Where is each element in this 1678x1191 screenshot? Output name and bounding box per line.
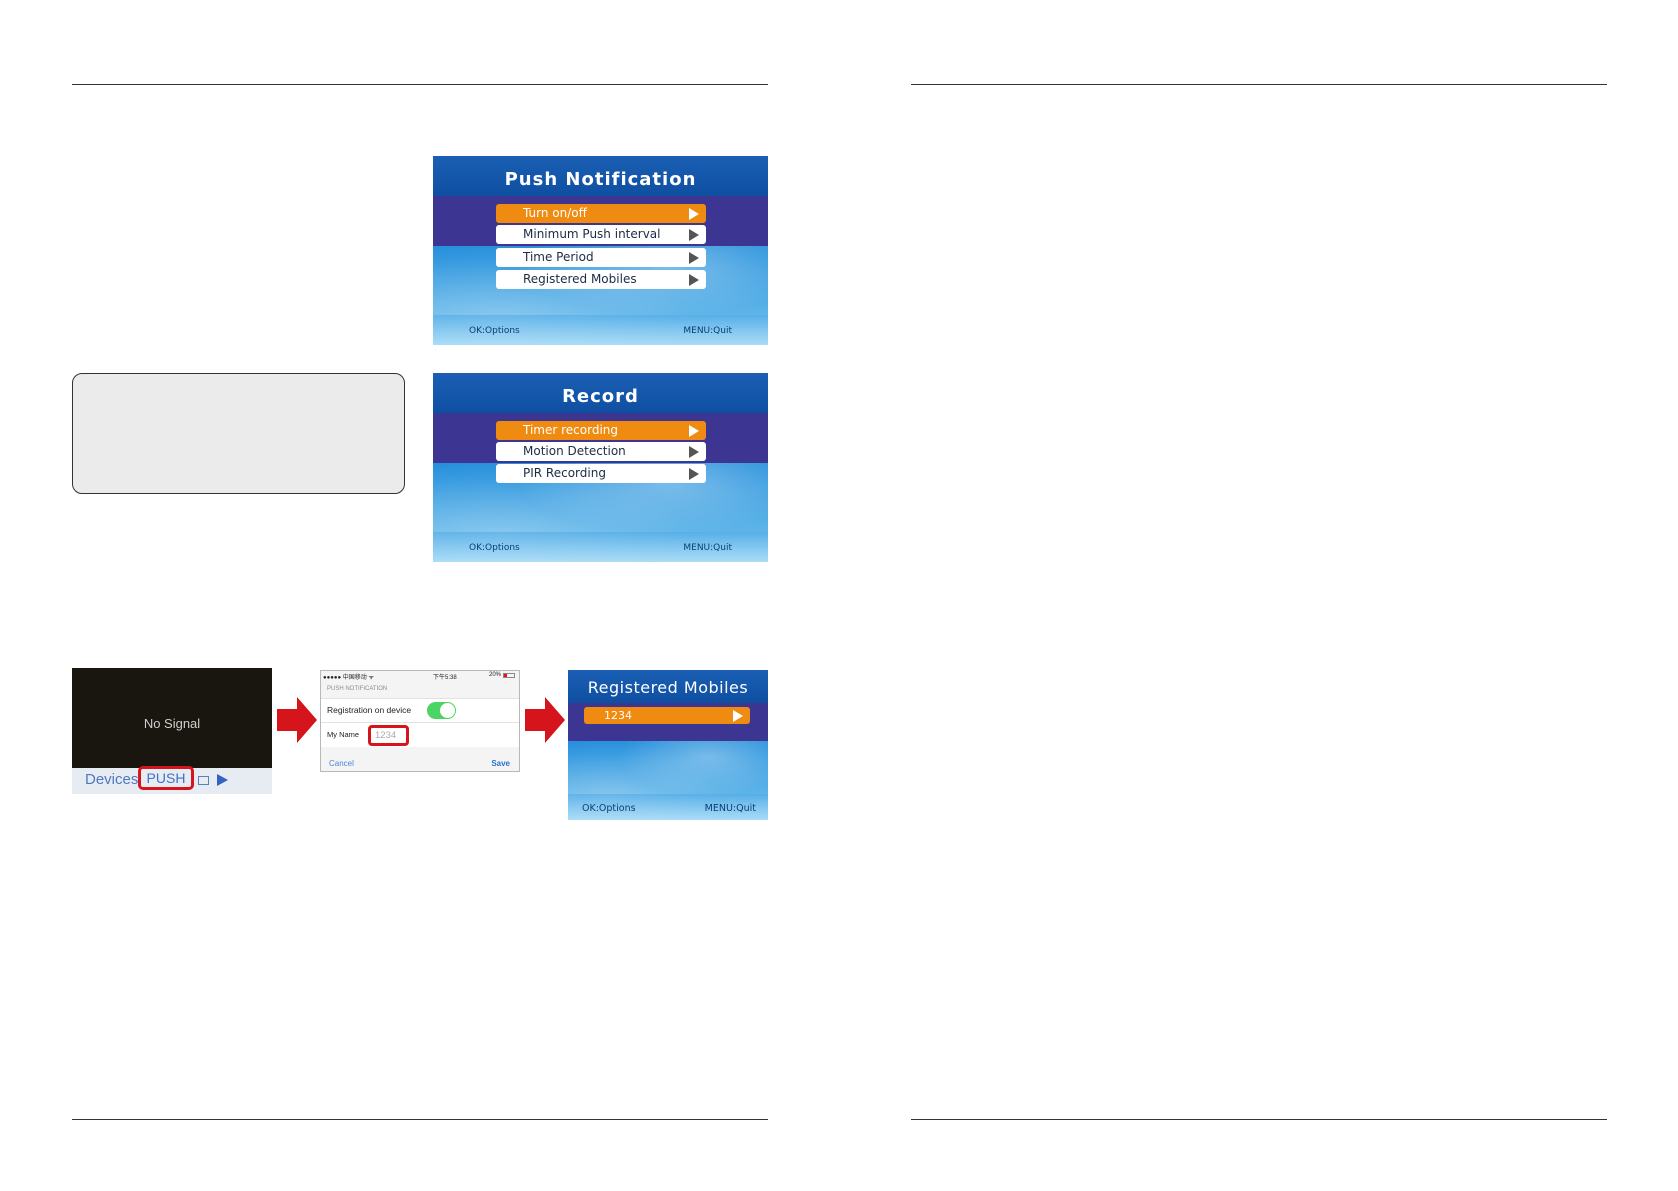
footer-menu-quit: MENU:Quit bbox=[683, 326, 732, 336]
section-header: PUSH NOTIFICATION bbox=[327, 686, 388, 692]
cancel-button[interactable]: Cancel bbox=[329, 759, 354, 768]
chevron-right-icon bbox=[689, 229, 699, 241]
registered-mobiles-panel: Registered Mobiles 1234 OK:Options MENU:… bbox=[568, 670, 768, 820]
menu-item-timer-recording[interactable]: Timer recording bbox=[496, 421, 706, 440]
panel-footer: OK:Options MENU:Quit bbox=[433, 315, 768, 345]
my-name-field[interactable]: 1234 bbox=[368, 725, 409, 746]
header-rule-right bbox=[911, 84, 1607, 85]
menu-item-label: Minimum Push interval bbox=[523, 227, 661, 241]
name-label: My Name bbox=[327, 730, 360, 739]
push-button[interactable]: PUSH bbox=[138, 766, 194, 790]
registration-row: Registration on device bbox=[321, 698, 519, 722]
chevron-right-icon bbox=[689, 446, 699, 458]
menu-item-label: 1234 bbox=[604, 709, 632, 722]
footer-ok-options: OK:Options bbox=[469, 326, 520, 336]
battery-percent: 20% bbox=[488, 672, 501, 678]
live-view-screenshot: No Signal Devices PUSH bbox=[72, 668, 272, 794]
registration-toggle[interactable] bbox=[427, 702, 456, 719]
chevron-right-icon bbox=[689, 208, 699, 220]
record-panel: Record Timer recording Motion Detection … bbox=[433, 373, 768, 562]
menu-item-label: PIR Recording bbox=[523, 466, 606, 480]
footer-rule-right bbox=[911, 1119, 1607, 1120]
menu-item-label: Registered Mobiles bbox=[523, 272, 637, 286]
panel-footer: OK:Options MENU:Quit bbox=[568, 794, 768, 820]
footer-menu-quit: MENU:Quit bbox=[683, 543, 732, 553]
play-icon[interactable] bbox=[217, 774, 228, 786]
live-toolbar: Devices PUSH bbox=[72, 766, 272, 794]
chevron-right-icon bbox=[689, 468, 699, 480]
status-time: 下午5:38 bbox=[433, 675, 457, 681]
panel-title: Registered Mobiles bbox=[568, 670, 768, 703]
chevron-right-icon bbox=[689, 274, 699, 286]
menu-item-motion-detection[interactable]: Motion Detection bbox=[496, 442, 706, 461]
menu-list: 1234 bbox=[584, 707, 750, 727]
push-notification-panel: Push Notification Turn on/off Minimum Pu… bbox=[433, 156, 768, 345]
panel-title: Record bbox=[433, 373, 768, 413]
chevron-right-icon bbox=[733, 710, 743, 722]
registration-label: Registration on device bbox=[327, 705, 412, 715]
footer-ok-options: OK:Options bbox=[469, 543, 520, 553]
menu-item-registered-mobiles[interactable]: Registered Mobiles bbox=[496, 270, 706, 289]
no-signal-text: No Signal bbox=[143, 716, 201, 731]
phone-push-settings-screenshot: ●●●●● 中国移动 ᯤ 下午5:38 20% PUSH NOTIFICATIO… bbox=[320, 670, 520, 772]
menu-list: Timer recording Motion Detection PIR Rec… bbox=[496, 421, 706, 491]
phone-status-bar: ●●●●● 中国移动 ᯤ 下午5:38 20% bbox=[321, 671, 519, 681]
menu-item-label: Turn on/off bbox=[523, 206, 587, 220]
save-button[interactable]: Save bbox=[491, 759, 510, 768]
arrow-right-icon bbox=[525, 697, 565, 743]
devices-tab[interactable]: Devices bbox=[85, 771, 139, 788]
chevron-right-icon bbox=[689, 425, 699, 437]
footer-menu-quit: MENU:Quit bbox=[704, 803, 756, 814]
arrow-right-icon bbox=[277, 697, 317, 743]
header-rule-left bbox=[72, 84, 768, 85]
video-screen: No Signal bbox=[72, 668, 272, 768]
window-icon[interactable] bbox=[198, 776, 209, 785]
menu-item-pir-recording[interactable]: PIR Recording bbox=[496, 464, 706, 483]
footer-ok-options: OK:Options bbox=[582, 803, 636, 814]
menu-item-mobile-1234[interactable]: 1234 bbox=[584, 707, 750, 724]
menu-item-label: Timer recording bbox=[523, 423, 619, 437]
menu-item-label: Time Period bbox=[523, 250, 594, 264]
panel-title: Push Notification bbox=[433, 156, 768, 196]
footer-rule-left bbox=[72, 1119, 768, 1120]
menu-item-time-period[interactable]: Time Period bbox=[496, 248, 706, 267]
menu-item-minimum-push-interval[interactable]: Minimum Push interval bbox=[496, 225, 706, 244]
chevron-right-icon bbox=[689, 252, 699, 264]
menu-item-turn-on-off[interactable]: Turn on/off bbox=[496, 204, 706, 223]
menu-list: Turn on/off Minimum Push interval Time P… bbox=[496, 204, 706, 294]
name-row: My Name 1234 bbox=[321, 722, 519, 747]
menu-item-label: Motion Detection bbox=[523, 444, 626, 458]
battery-icon bbox=[503, 673, 515, 678]
panel-footer: OK:Options MENU:Quit bbox=[433, 532, 768, 562]
carrier-signal: ●●●●● 中国移动 ᯤ bbox=[323, 675, 374, 681]
note-box bbox=[72, 373, 405, 494]
